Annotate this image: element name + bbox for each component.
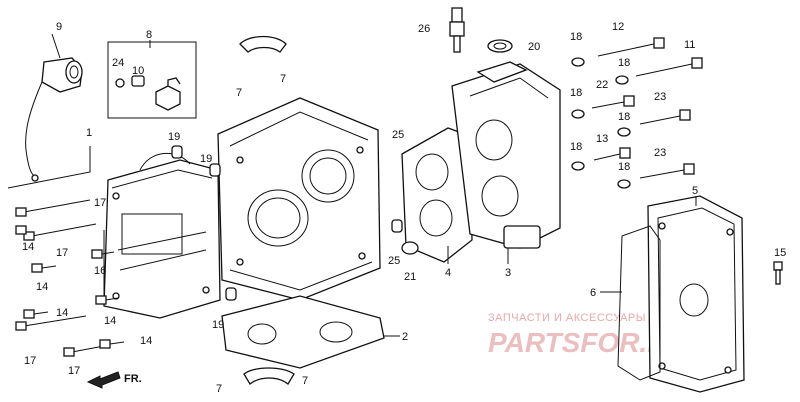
callout-19a: 19 [168, 131, 180, 143]
callout-26: 26 [418, 23, 430, 35]
callout-19c: 19 [212, 319, 224, 331]
right-bolts [571, 37, 703, 189]
callout-14c: 14 [56, 307, 68, 319]
callout-13: 13 [596, 133, 608, 145]
callout-6: 6 [590, 287, 596, 299]
callout-8: 8 [146, 29, 152, 41]
callout-25a: 25 [392, 129, 404, 141]
callout-15: 15 [774, 247, 786, 259]
callout-18a: 18 [570, 31, 582, 43]
part-spark-plug [449, 7, 465, 53]
callout-23b: 23 [654, 147, 666, 159]
callout-7d: 7 [302, 375, 308, 387]
callout-20: 20 [528, 41, 540, 53]
clips-7 [239, 35, 295, 385]
front-direction-label: FR. [124, 373, 142, 385]
callout-14b: 14 [36, 281, 48, 293]
callout-17b: 17 [56, 247, 68, 259]
part-cover-gasket-6 [617, 225, 661, 381]
callout-16: 16 [94, 265, 106, 277]
part-cylinder-block-left [103, 152, 221, 319]
callout-17c: 17 [24, 355, 36, 367]
callout-21: 21 [404, 271, 416, 283]
callout-18c: 18 [570, 87, 582, 99]
bolt-15 [773, 261, 783, 285]
callout-14a: 14 [22, 241, 34, 253]
callout-23a: 23 [654, 91, 666, 103]
part-oil-seal [487, 39, 513, 53]
leader-lines [7, 40, 697, 337]
callout-4: 4 [445, 267, 451, 279]
callout-5: 5 [692, 185, 698, 197]
left-bolts [15, 199, 125, 357]
part-cylinder-head-3 [451, 61, 561, 249]
front-direction-indicator: FR. [86, 371, 142, 389]
part-cylinder-block-center [217, 97, 381, 301]
callout-18b: 18 [618, 57, 630, 69]
callout-18f: 18 [618, 161, 630, 173]
callout-10: 10 [132, 65, 144, 77]
callout-18d: 18 [618, 111, 630, 123]
callout-18e: 18 [570, 141, 582, 153]
callout-17a: 17 [94, 197, 106, 209]
part-gasket-2 [221, 295, 385, 369]
callout-14e: 14 [140, 335, 152, 347]
callout-19b: 19 [200, 153, 212, 165]
callout-24: 24 [112, 57, 124, 69]
callout-11: 11 [684, 39, 695, 51]
part-gasket-4 [401, 127, 473, 263]
callout-7b: 7 [280, 73, 286, 85]
callout-7c: 7 [216, 383, 222, 395]
callout-2: 2 [402, 331, 408, 343]
callout-9: 9 [56, 21, 62, 33]
callout-25b: 25 [388, 255, 400, 267]
part-sensor-with-wire [25, 33, 83, 182]
dowel-pins [171, 145, 237, 301]
callout-7a: 7 [236, 87, 242, 99]
small-parts-25-21 [391, 219, 419, 255]
callout-17d: 17 [68, 365, 80, 377]
part-head-cover-5 [647, 195, 745, 393]
callout-1: 1 [86, 127, 92, 139]
part-8-group [107, 41, 197, 119]
callout-14d: 14 [104, 315, 116, 327]
callout-3: 3 [505, 267, 511, 279]
callout-labels: 1 2 3 4 5 6 7 7 7 7 8 9 10 11 12 13 14 1… [22, 21, 786, 395]
callout-12: 12 [612, 21, 624, 33]
callout-22: 22 [596, 79, 608, 91]
